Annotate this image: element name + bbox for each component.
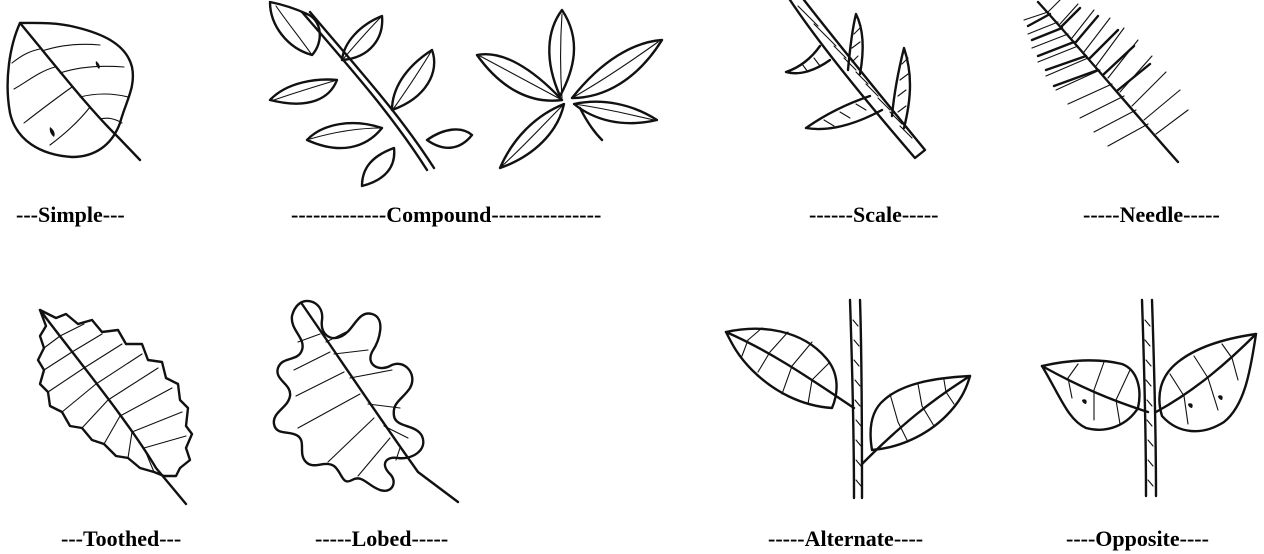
lobed-leaf-drawing — [268, 296, 468, 506]
opposite-label: ----Opposite---- — [1066, 528, 1209, 550]
simple-leaf-drawing — [0, 5, 150, 170]
alternate-label: -----Alternate---- — [768, 528, 923, 550]
alternate-leaf-drawing — [722, 300, 972, 498]
compound-label: -------------Compound--------------- — [291, 204, 601, 226]
opposite-leaf-drawing — [1038, 300, 1260, 496]
needle-leaf-drawing — [1020, 0, 1190, 164]
simple-label: ---Simple--- — [16, 204, 125, 226]
scale-label: ------Scale----- — [809, 204, 938, 226]
needle-label: -----Needle----- — [1083, 204, 1220, 226]
scale-leaf-drawing — [780, 0, 930, 162]
compound-leaf-drawing — [262, 0, 672, 190]
lobed-label: -----Lobed----- — [315, 528, 448, 550]
toothed-leaf-drawing — [36, 308, 196, 506]
toothed-label: ---Toothed--- — [61, 528, 181, 550]
